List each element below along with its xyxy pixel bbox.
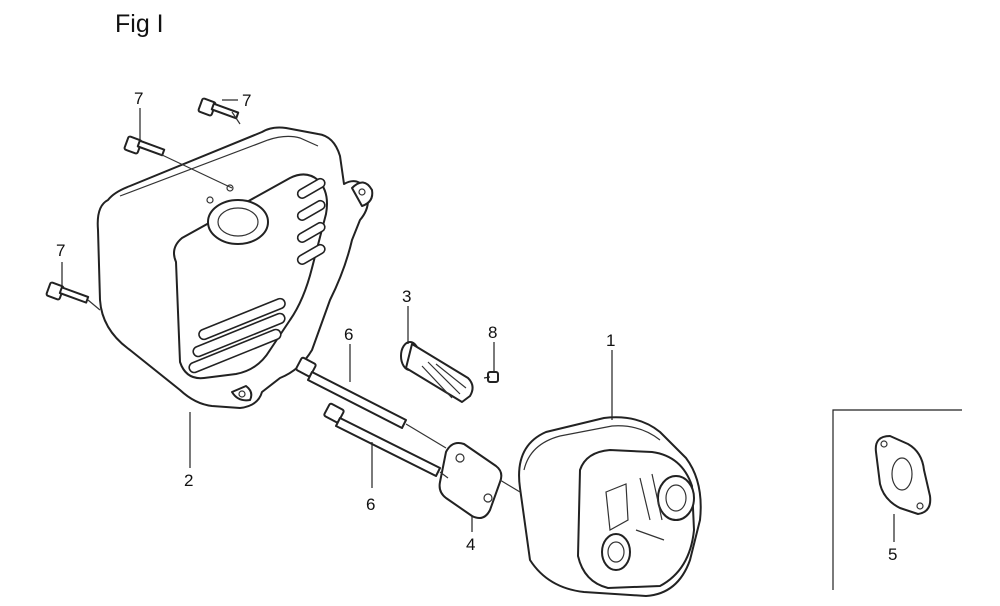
long-bolt-part-6 bbox=[323, 402, 441, 477]
long-bolt-part-6 bbox=[295, 356, 407, 429]
callout-7: 7 bbox=[56, 241, 65, 260]
callout-2: 2 bbox=[184, 471, 193, 490]
callout-5: 5 bbox=[888, 545, 897, 564]
callout-7: 7 bbox=[242, 91, 251, 110]
screw-part-8 bbox=[483, 371, 499, 383]
spark-arrester-part-3 bbox=[400, 341, 474, 403]
figure-title: Fig I bbox=[115, 10, 164, 38]
muffler-gasket-part-4 bbox=[438, 442, 503, 519]
callout-1: 1 bbox=[606, 331, 615, 350]
callout-6: 6 bbox=[344, 325, 353, 344]
exhaust-gasket-part-5 bbox=[874, 435, 932, 515]
leader-lines bbox=[61, 99, 895, 542]
muffler-protector-part-2 bbox=[96, 126, 374, 409]
flange-bolt-part-7 bbox=[45, 281, 90, 304]
callout-7: 7 bbox=[134, 89, 143, 108]
flange-bolt-part-7 bbox=[197, 97, 240, 120]
muffler-part-1 bbox=[518, 416, 702, 597]
callout-3: 3 bbox=[402, 287, 411, 306]
callout-4: 4 bbox=[466, 535, 475, 554]
flange-bolt-part-7 bbox=[123, 135, 166, 157]
callout-8: 8 bbox=[488, 323, 497, 342]
callout-6: 6 bbox=[366, 495, 375, 514]
inset-frame bbox=[832, 409, 962, 590]
